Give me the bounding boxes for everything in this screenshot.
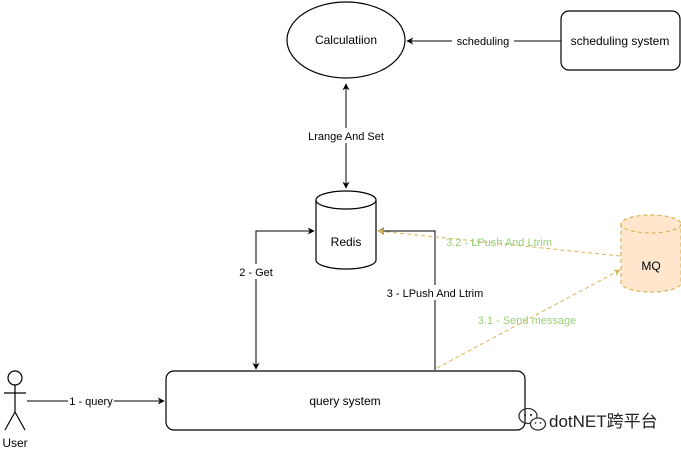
redis-node[interactable]: Redis — [315, 190, 377, 270]
scheduling-system-node[interactable]: scheduling system — [560, 10, 681, 71]
edge-lrange-and-set: Lrange And Set — [303, 83, 389, 189]
edge-send-message: 3.1 - Send message — [436, 269, 621, 369]
user-actor[interactable]: User — [2, 370, 28, 450]
wechat-icon — [518, 407, 547, 431]
edge-lpush-and-ltrim-label: 3 - LPush And Ltrim — [387, 288, 484, 300]
query-system-node[interactable]: query system — [165, 370, 526, 431]
edge-lrange-and-set-label: Lrange And Set — [308, 131, 384, 143]
edge-query-label: 1 - query — [69, 396, 113, 408]
watermark-text: dotNET跨平台 — [549, 412, 658, 431]
edge-lpush-and-ltrim: 3 - LPush And Ltrim — [377, 227, 489, 370]
mq-label: MQ — [641, 259, 660, 273]
edge-get: 2 - Get — [233, 227, 315, 370]
calculation-node[interactable]: Calculatiion — [286, 1, 406, 79]
calculation-label: Calculatiion — [315, 33, 377, 47]
query-system-label: query system — [309, 394, 380, 408]
edge-mq-lpush-and-ltrim-label: 3.2 - LPush And Ltrim — [446, 237, 552, 249]
user-icon — [4, 370, 26, 431]
user-label: User — [2, 436, 27, 450]
edge-get-label: 2 - Get — [239, 267, 273, 279]
mq-node[interactable]: MQ — [620, 214, 681, 293]
edge-scheduling-label: scheduling — [457, 36, 510, 48]
scheduling-system-label: scheduling system — [571, 34, 670, 48]
watermark: dotNET跨平台 — [518, 407, 658, 431]
edge-mq-lpush-and-ltrim: 3.2 - LPush And Ltrim — [377, 228, 621, 257]
edge-scheduling: scheduling — [406, 33, 561, 48]
edge-send-message-label: 3.1 - Send message — [478, 315, 576, 327]
redis-label: Redis — [331, 235, 362, 249]
edge-query: 1 - query — [27, 394, 165, 409]
